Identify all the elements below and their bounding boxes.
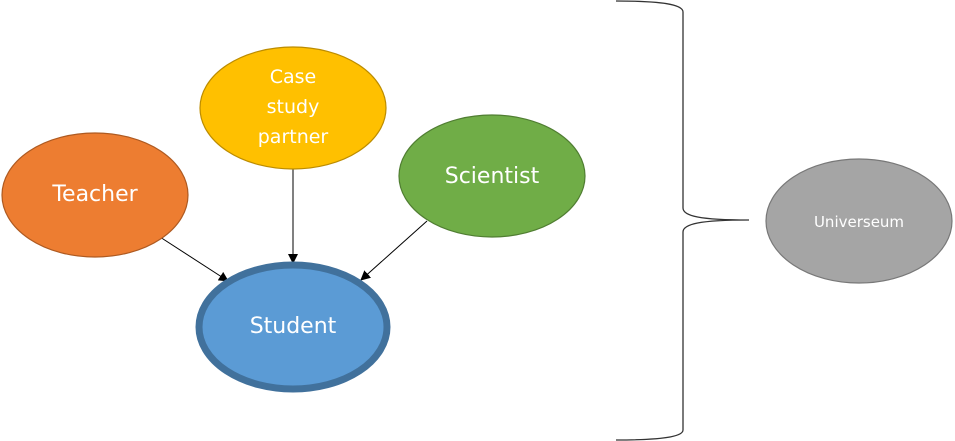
node-label: Scientist [445,164,540,189]
right-curly-brace [615,0,750,441]
node-scientist[interactable]: Scientist [398,114,586,238]
node-universeum[interactable]: Universeum [765,158,953,284]
svg-text:study: study [267,96,320,118]
node-student[interactable]: Student [195,261,391,393]
svg-text:Case: Case [270,66,317,88]
svg-text:Teacher: Teacher [51,182,138,207]
node-label: study [267,96,320,118]
edge-scientist-student [360,220,428,281]
svg-text:Student: Student [250,314,337,339]
node-label: Universeum [814,213,904,231]
node-label: partner [258,126,329,148]
edge-teacher-student [159,236,229,282]
svg-text:partner: partner [258,126,329,148]
node-label: Student [250,314,337,339]
node-label: Case [270,66,317,88]
node-teacher[interactable]: Teacher [1,132,189,258]
node-case-study-partner[interactable]: Case study partner [199,46,387,170]
svg-text:Universeum: Universeum [814,213,904,231]
svg-text:Scientist: Scientist [445,164,540,189]
node-label: Teacher [51,182,138,207]
